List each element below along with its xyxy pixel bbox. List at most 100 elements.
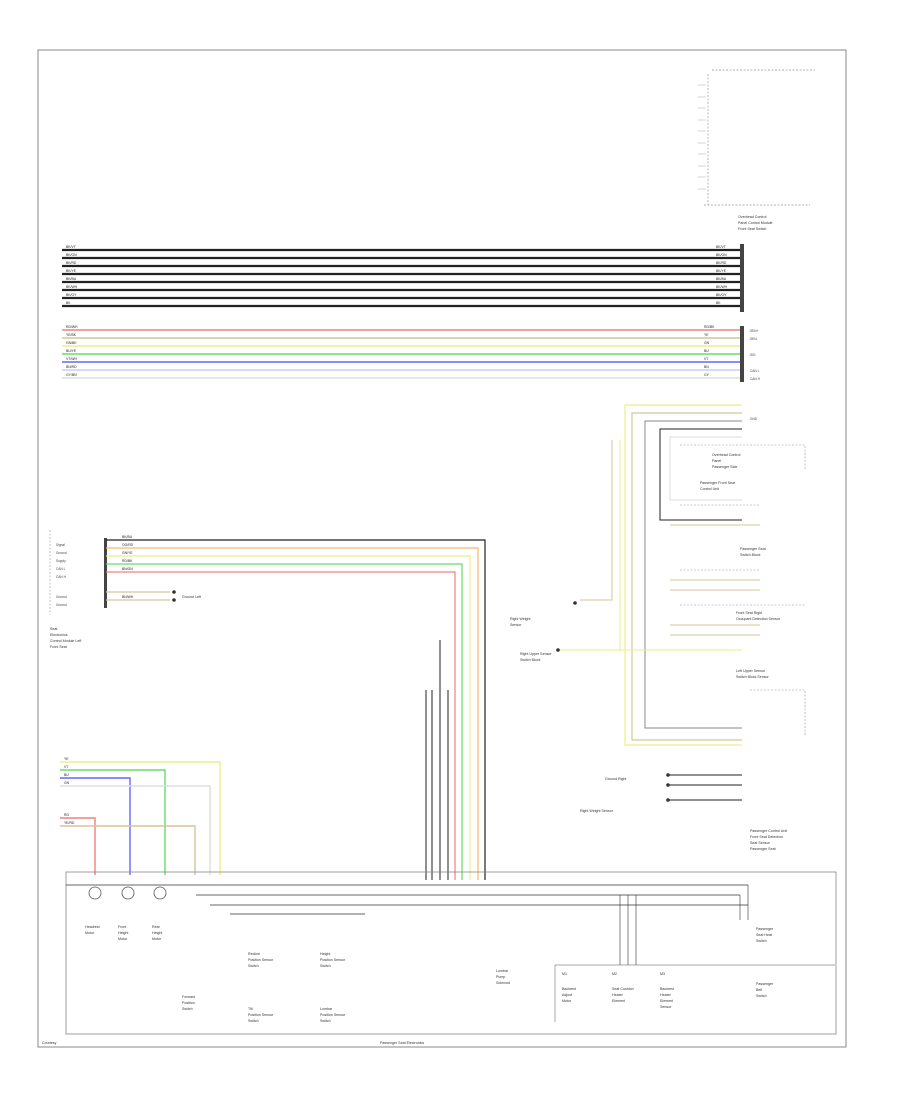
switch-recline-b-label: Position Sensor	[320, 958, 346, 962]
left-upper-sensor-label: Switch Block Sensor	[736, 675, 770, 679]
wire-code: RD/BK	[704, 325, 715, 329]
right-upper-sensor-label: Switch Block	[520, 658, 541, 662]
right-weight-sensor-label: Right Weight	[510, 617, 531, 621]
right-control-unit-label: Seat Sensor	[750, 841, 771, 845]
bottom-verticals	[619, 885, 749, 965]
top-right-module-label-2: Panel Control Module	[738, 221, 773, 225]
switch-tilt-b-label: Position Sensor	[320, 1013, 346, 1017]
wire-code: GN/YE	[122, 551, 133, 555]
seat-module-right-label: Panel	[712, 459, 721, 463]
left-seat-module-label: Control Module Left	[50, 639, 81, 643]
pin-label: CAN L	[56, 567, 66, 571]
pin-label: SEN-	[750, 337, 758, 341]
right-connectors	[556, 601, 670, 802]
right-weight-sensor-label: Sensor	[510, 623, 522, 627]
right-control-unit-label: Passenger Seat	[750, 847, 776, 851]
wire-code: BK	[66, 301, 71, 305]
seat-heat-switch-label: Switch	[756, 939, 767, 943]
bottom-seat-module	[65, 871, 837, 1035]
left-seat-module-label: Front Seat	[50, 645, 67, 649]
right-control-unit-label: Passenger Control Unit	[750, 829, 787, 833]
top-right-module: Overhead Control Panel Control Module Fr…	[698, 69, 815, 231]
left-seat-module-label: Seat	[50, 627, 57, 631]
module-a-label: M1	[562, 972, 567, 976]
wire-code: OG/RD	[122, 543, 134, 547]
wire-code: YE/BK	[66, 333, 77, 337]
lower-left-bundle-codes: YE VT BU GN RD YE/RD	[64, 757, 75, 825]
switch-recline-a-label: Switch	[248, 964, 259, 968]
motor-rear-label: Rear	[152, 925, 161, 929]
wire-code: VT/WH	[66, 357, 77, 361]
wire-code: RD/WH	[66, 325, 78, 329]
top-right-module-label-1: Overhead Control	[738, 215, 767, 219]
passenger-seat-switch-label: Passenger Seat	[740, 547, 766, 551]
pin-label: SEN+	[750, 329, 759, 333]
wire-code: GY	[704, 373, 710, 377]
wire-code: BN	[704, 365, 709, 369]
motor-fwd-label: Motor	[118, 937, 128, 941]
black-bundle-codes-left: BK/VT BK/GN BK/RD BK/YE BK/BU BK/WH BK/G…	[66, 245, 78, 305]
wire-code: BK/GN	[66, 253, 77, 257]
right-control-unit-label: Front Seat Detection	[750, 835, 783, 839]
lumbar-label: Solenoid	[496, 981, 510, 985]
seat-module-right-label: Overhead Control	[712, 453, 741, 457]
seat-belt-switch-label: Switch	[756, 994, 767, 998]
top-right-module-label-3: Front Seat Switch	[738, 227, 766, 231]
motor-head-label: Motor	[85, 931, 95, 935]
bottom-switches: Forward Position Switch Recline Position…	[182, 952, 510, 1023]
front-seat-sensor-label: Occupant Detection Sensor	[736, 617, 781, 621]
switch-fwd-label: Position	[182, 1001, 195, 1005]
pin-label: GND	[750, 417, 758, 421]
lumbar-label: Pump	[496, 975, 505, 979]
left-module-wire-codes: BK/BU OG/RD GN/YE RD/BK BN/GN BN/WH Grou…	[122, 535, 201, 599]
wire-code: VT	[64, 765, 68, 769]
left-module-wiring	[106, 539, 486, 880]
color-bundle-codes-right: RD/BK YE GN BU VT BN GY	[704, 325, 715, 377]
right-module-labels: Overhead Control Panel Passenger Side Pa…	[510, 453, 787, 851]
black-bundle-codes-right: BK/VT BK/GN BK/RD BK/YE BK/BU BK/WH BK/G…	[716, 245, 728, 305]
module-c-label: Heater	[660, 993, 672, 997]
passenger-seat-switch-label: Switch Block	[740, 553, 761, 557]
black-wire-bundle	[62, 248, 742, 308]
wire-code: BK/VT	[66, 245, 76, 249]
wire-code: VT	[704, 357, 708, 361]
module-b-label: Element	[612, 999, 625, 1003]
ground-left-label: Ground Left	[182, 595, 201, 599]
motor-fwd-label: Front	[118, 925, 126, 929]
pin-label: Ground	[56, 603, 67, 607]
switch-tilt-a-label: Tilt	[248, 1007, 253, 1011]
seat-belt-switch-label: Belt	[756, 988, 762, 992]
pin-label: Ground	[56, 551, 67, 555]
pin-label: CAN H	[56, 575, 67, 579]
module-c-label: Backrest	[660, 987, 674, 991]
wire-code: BK/WH	[66, 285, 78, 289]
wire-code: BK/GY	[716, 293, 727, 297]
wire-code: BK/RD	[66, 261, 77, 265]
passenger-seat-module-label: Control Unit	[700, 487, 719, 491]
wire-code: BK/RD	[716, 261, 727, 265]
wire-code: YE/RD	[64, 821, 75, 825]
wire-code: BU	[704, 349, 709, 353]
module-a-label: Motor	[562, 999, 572, 1003]
wire-code: BN/GN	[122, 567, 133, 571]
footer-center-text: Passenger Seat Electronics	[380, 1041, 424, 1045]
seat-heat-switch-label: Seat Heat	[756, 933, 772, 937]
front-seat-sensor-label: Front Seat Right	[736, 611, 762, 615]
left-module-connectors	[172, 590, 176, 602]
switch-tilt-b-label: Switch	[320, 1019, 331, 1023]
motor-fwd-label: Height	[118, 931, 128, 935]
wire-code: BK/GN	[716, 253, 727, 257]
left-seat-module: Signal Ground Supply CAN L CAN H Ground …	[49, 530, 107, 649]
wire-code: GY/BN	[66, 373, 77, 377]
pin-label: Supply	[56, 559, 66, 563]
wire-code: BK/BU	[716, 277, 727, 281]
rear-height-motor-icon	[153, 886, 167, 900]
module-c-label: Element	[660, 999, 673, 1003]
wire-code: GN	[64, 781, 70, 785]
motor-head-label: Headrest	[85, 925, 100, 929]
wire-code: BU/YE	[66, 349, 77, 353]
wire-code: RD	[64, 813, 69, 817]
wire-code: BK/BU	[66, 277, 77, 281]
seat-module-right-label: Passenger Side	[712, 465, 737, 469]
